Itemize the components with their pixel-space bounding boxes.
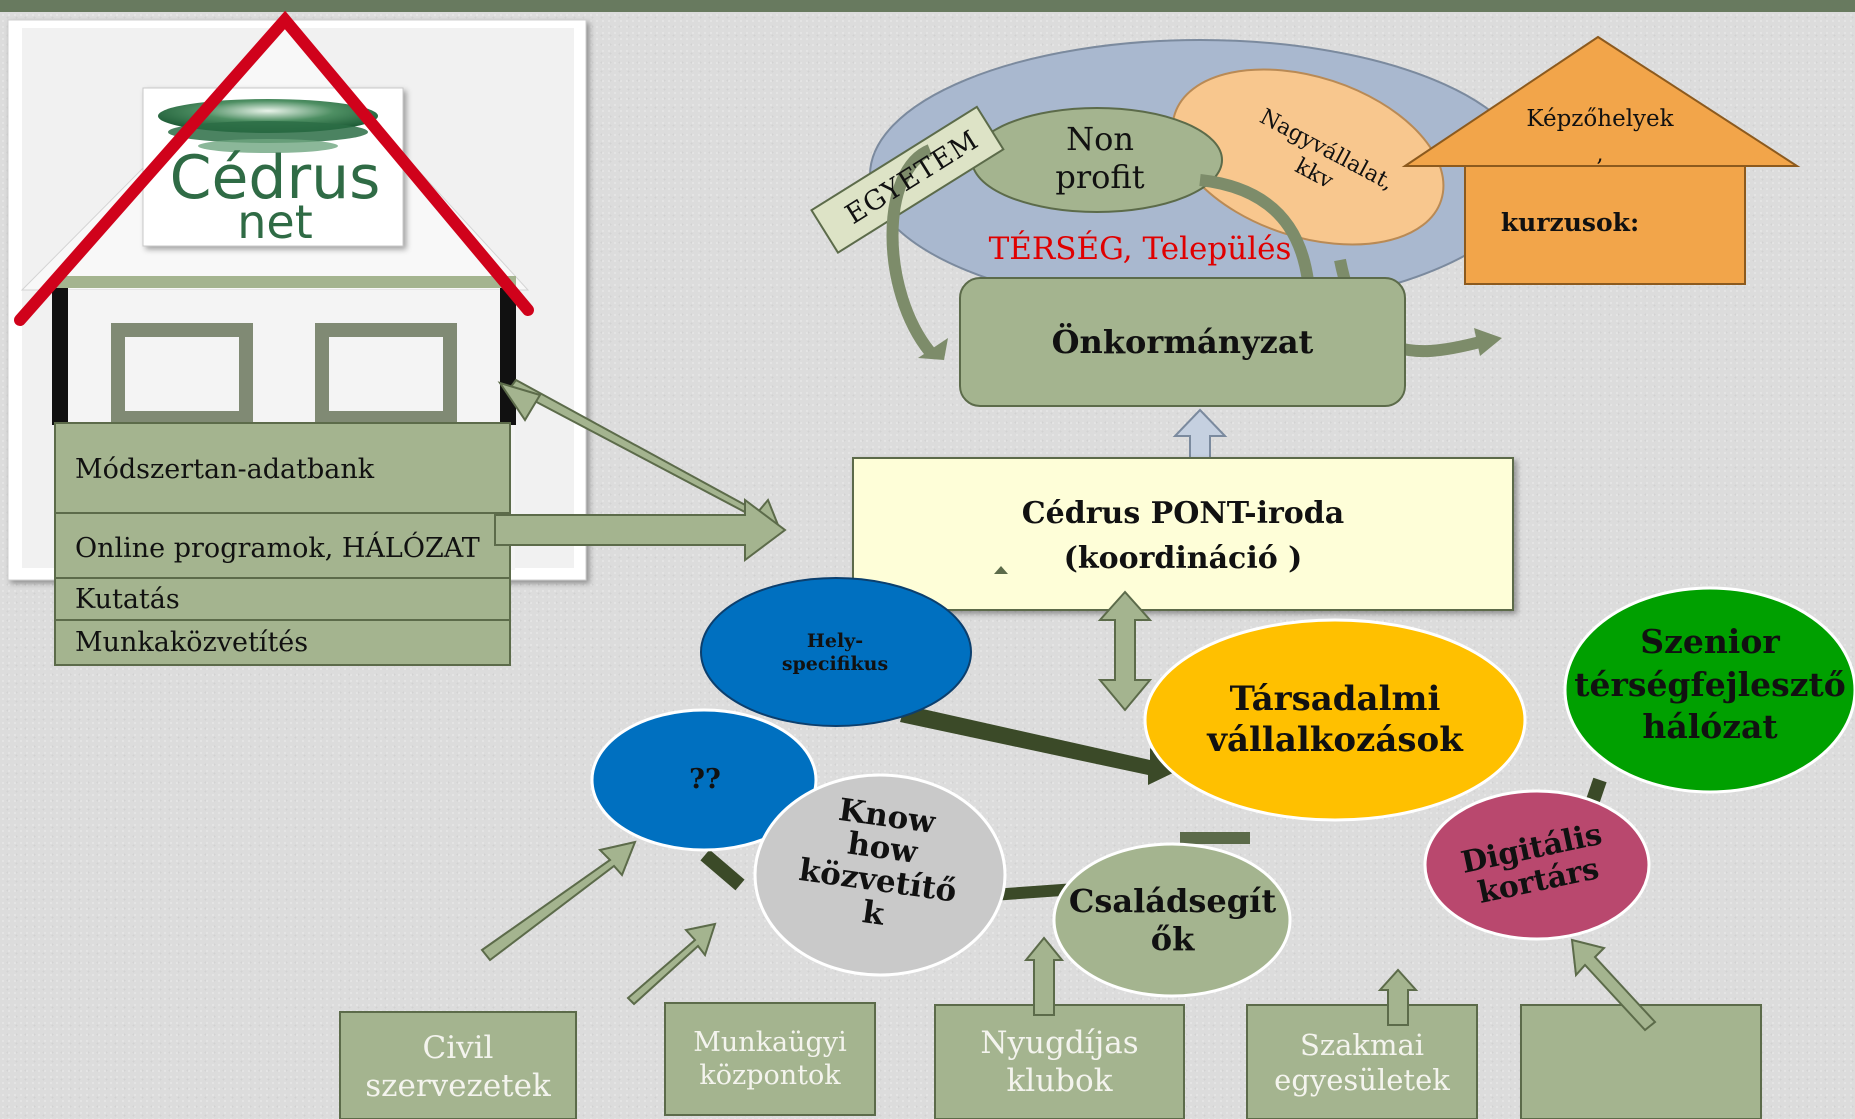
onkormanyzat-label: Önkormányzat — [1051, 323, 1314, 362]
tarsadalmi-label: Társadalmi vállalkozások — [1160, 670, 1510, 770]
non-profit-line2: profit — [1055, 158, 1145, 196]
onkormanyzat-box — [959, 277, 1406, 407]
pont-iroda-title: Cédrus PONT-iroda — [1021, 496, 1345, 531]
nyugdijas-line2: klubok — [1006, 1062, 1113, 1099]
arrow-civil-up — [480, 840, 637, 962]
csaladsegito-node — [1052, 842, 1292, 998]
bottom-arrows — [480, 840, 1657, 1032]
list-item-modszertan: Módszertan-adatbank — [75, 453, 375, 485]
tarsadalmi-line1: Társadalmi — [1229, 679, 1441, 720]
munkaugyi-label: Munkaügyi központok — [665, 1012, 875, 1107]
civil-line2: szervezetek — [365, 1067, 551, 1104]
szenior-line1: Szenior — [1640, 621, 1780, 661]
nyugdijas-label: Nyugdíjas klubok — [935, 1015, 1184, 1110]
kepzohelyek-roof — [1401, 35, 1801, 167]
hely-specifikus-node — [700, 577, 972, 727]
munkaugyi-line2: központok — [699, 1059, 841, 1091]
question-label: ?? — [689, 763, 721, 795]
terseg-label: TÉRSÉG, Település — [988, 231, 1292, 268]
csaladsegito-line2: ők — [1150, 920, 1195, 958]
logo-tree-layer-2 — [168, 121, 368, 143]
kurzusok-label: kurzusok: — [1500, 207, 1640, 237]
hely-specifikus-line2: specifikus — [781, 653, 889, 675]
hely-specifikus-label: Hely- specifikus — [730, 620, 940, 686]
red-roof-lines — [14, 10, 534, 326]
tarsadalmi-line2: vállalkozások — [1207, 720, 1463, 760]
civil-label: Civil szervezetek — [340, 1020, 576, 1115]
house-window-right — [315, 323, 457, 425]
question-node — [590, 708, 818, 852]
szenior-line3: hálózat — [1642, 707, 1778, 747]
arrow-empty-up — [1570, 938, 1657, 1032]
arrow-house-to-pont-2 — [494, 498, 787, 562]
nagyvallalat-ellipse — [1171, 68, 1445, 246]
digitalis-node — [1423, 789, 1651, 941]
szakmai-line1: Szakmai — [1299, 1027, 1425, 1062]
tarsadalmi-node — [1143, 618, 1527, 822]
pont-iroda-box — [852, 457, 1514, 611]
pont-iroda-subtitle: (koordináció ) — [1063, 541, 1303, 576]
house-left-post — [52, 280, 68, 425]
curved-arrow-head — [1474, 328, 1502, 356]
house-window-left — [111, 323, 253, 425]
list-item-box — [54, 619, 511, 666]
non-profit-line1: Non — [1066, 119, 1134, 158]
region-cluster — [810, 39, 1531, 407]
know-how-line4: k — [860, 893, 887, 933]
civil-line1: Civil — [422, 1030, 494, 1067]
arrow-nyugdijas-up — [1023, 936, 1065, 1016]
tiny-arrow-marker — [994, 566, 1008, 574]
hely-specifikus-line1: Hely- — [806, 630, 864, 653]
logo-text-cedrus: Cédrus — [170, 143, 381, 213]
cedrus-net-logo: Cédrus net — [142, 87, 404, 249]
bottom-box-civil — [339, 1011, 577, 1119]
csaladsegito-line1: Családsegít — [1068, 881, 1277, 920]
connector-question-knowhow — [700, 849, 745, 891]
szenior-label: Szenior térségfejlesztő hálózat — [1550, 610, 1855, 760]
list-item-online: Online programok, HÁLÓZAT — [75, 532, 480, 564]
double-arrow-pont-tarsadalmi — [1097, 590, 1153, 712]
top-bar — [0, 0, 1855, 12]
szakmai-line2: egyesületek — [1274, 1062, 1450, 1097]
house-list — [54, 422, 511, 666]
bottom-box-munkaugyi — [664, 1002, 876, 1116]
kepzohelyek-title: Képzőhelyek — [1526, 106, 1674, 133]
list-item-box — [54, 422, 511, 514]
bottom-box-nyugdijas — [934, 1004, 1185, 1119]
szenior-line2: térségfejlesztő — [1574, 664, 1846, 704]
arrow-head-house — [497, 381, 542, 422]
list-item-kutatas: Kutatás — [75, 583, 180, 615]
empty-box-label — [1521, 1015, 1761, 1110]
logo-text-net: net — [237, 195, 313, 249]
csaladsegito-label: Családsegít ők — [1068, 870, 1277, 970]
bottom-box-szakmai — [1246, 1004, 1478, 1119]
arrow-munkaugyi-up — [626, 922, 717, 1006]
know-how-label: Know how közvetítő k — [759, 766, 1001, 965]
kepzohelyek-house — [1401, 35, 1801, 285]
list-item-box — [54, 577, 511, 621]
arrow-szakmai-up — [1377, 968, 1419, 1026]
connector-helyspec-tarsadalmi — [900, 705, 1175, 785]
non-profit-label: Non profit — [1015, 112, 1185, 204]
szenior-node — [1563, 586, 1855, 794]
nyugdijas-line1: Nyugdíjas — [980, 1025, 1139, 1062]
curved-arrow-head — [918, 338, 948, 360]
munkaugyi-line1: Munkaügyi — [693, 1027, 847, 1059]
curved-arrow-egyetem — [886, 144, 935, 356]
kepzohelyek-comma: , — [1596, 141, 1604, 167]
list-item-munkakozvetites: Munkaközvetítés — [75, 626, 309, 658]
szakmai-label: Szakmai egyesületek — [1247, 1015, 1477, 1110]
logo-tree-layer-3 — [198, 139, 338, 153]
house-beam — [52, 276, 516, 288]
know-how-node — [753, 773, 1007, 977]
kepzohelyek-body — [1464, 163, 1746, 285]
